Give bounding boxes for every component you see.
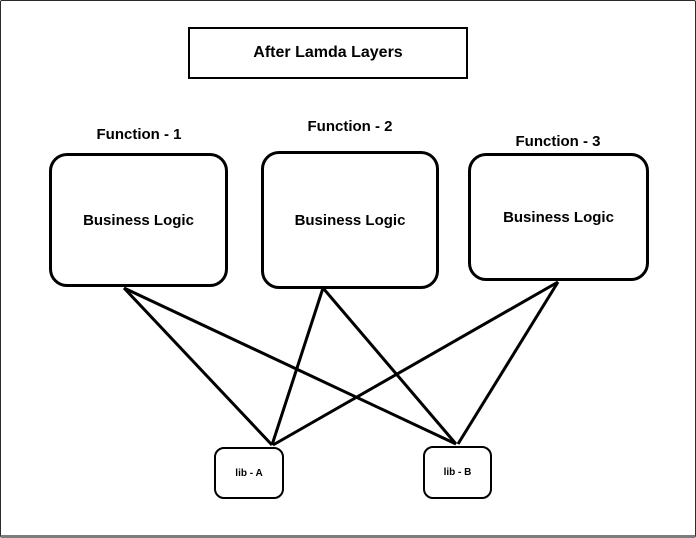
function-3-content: Business Logic	[503, 208, 614, 226]
connection-function-3-lib-a	[272, 280, 559, 447]
function-3-label: Function - 3	[515, 133, 601, 150]
connection-function-3-lib-b	[456, 281, 560, 445]
function-1-content: Business Logic	[83, 211, 194, 229]
function-1-box: Business Logic	[49, 153, 228, 287]
lib-b-label: lib - B	[443, 467, 472, 478]
function-1-label: Function - 1	[96, 126, 182, 143]
diagram-title-box: After Lamda Layers	[188, 27, 468, 79]
connection-function-1-lib-a	[122, 286, 274, 447]
lib-a-box: lib - A	[214, 447, 284, 499]
function-2-content: Business Logic	[294, 211, 406, 229]
function-3-box: Business Logic	[468, 153, 649, 281]
connection-function-1-lib-b	[123, 286, 457, 446]
connection-function-2-lib-a	[270, 287, 325, 446]
function-2-box: Business Logic	[261, 151, 439, 289]
lib-b-box: lib - B	[423, 446, 492, 499]
connection-function-2-lib-b	[321, 287, 458, 445]
function-2-label: Function - 2	[307, 118, 393, 135]
lib-a-label: lib - A	[235, 467, 263, 479]
diagram-title: After Lamda Layers	[253, 44, 403, 61]
